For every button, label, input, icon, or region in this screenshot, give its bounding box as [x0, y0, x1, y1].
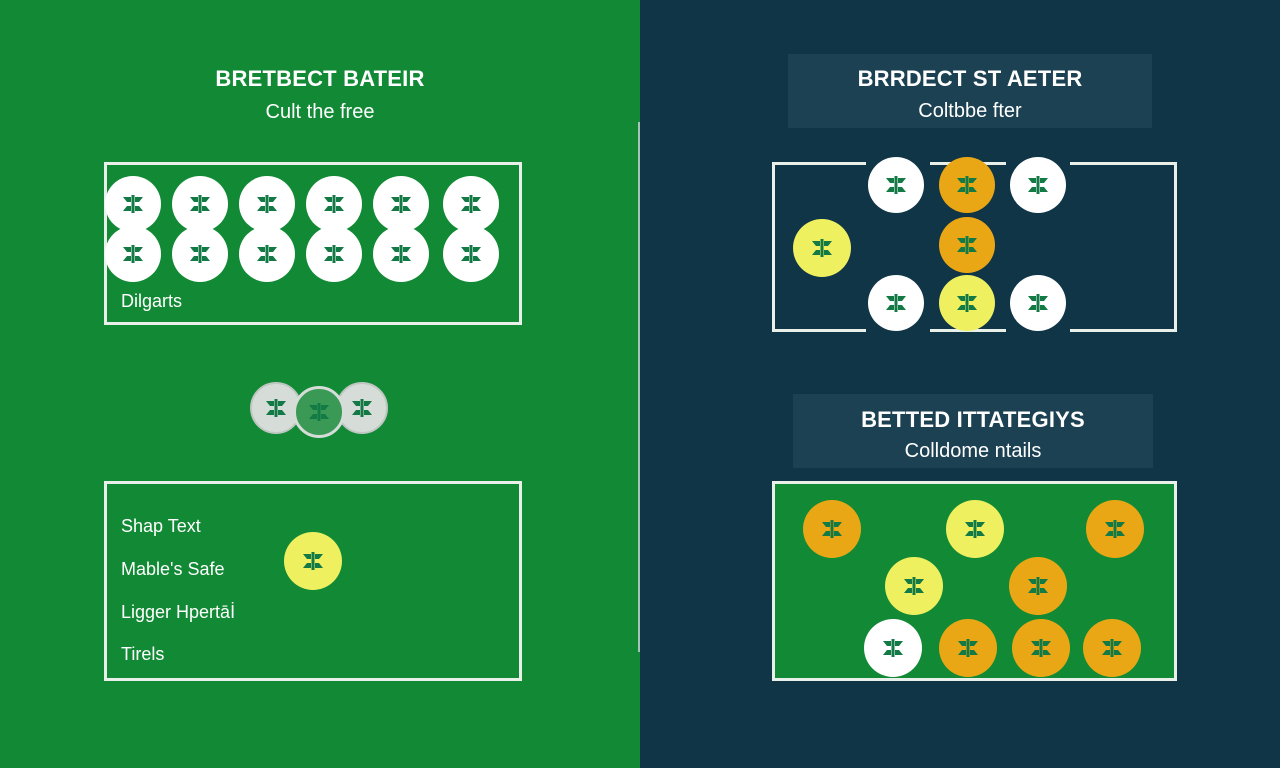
clover-mark-icon [1023, 288, 1053, 318]
clover-mark-icon [252, 239, 282, 269]
clover-mark-icon [952, 170, 982, 200]
clover-mark-icon [252, 189, 282, 219]
clover-mark-icon [1026, 633, 1056, 663]
option-item[interactable]: Ligger Hpertāİ [121, 602, 236, 622]
chip[interactable] [868, 275, 924, 331]
clover-mark-icon [386, 239, 416, 269]
panel-divider [638, 122, 641, 652]
chip[interactable] [1012, 619, 1070, 677]
box-label: Dilgarts [121, 291, 183, 311]
section2-title: BETTED ITTATEGIYS [861, 407, 1085, 432]
chip[interactable] [793, 219, 851, 277]
chip-grid-box [104, 162, 522, 325]
clover-mark-icon [1097, 633, 1127, 663]
clover-mark-icon [881, 170, 911, 200]
right-panel: BRRDECT ST AETER Coltbbe fter BETTED ITT… [640, 0, 1280, 768]
chip[interactable] [1086, 500, 1144, 558]
clover-mark-icon [298, 546, 328, 576]
chip[interactable] [946, 500, 1004, 558]
option-item[interactable]: Shap Text [121, 516, 201, 536]
clover-mark-icon [319, 189, 349, 219]
stack-chip[interactable] [293, 386, 345, 438]
clover-mark-icon [304, 397, 334, 427]
clover-mark-icon [952, 230, 982, 260]
chip[interactable] [443, 176, 499, 232]
left-panel: BRETBECT BATEIR Cult the free Dilgarts S… [0, 0, 640, 768]
clover-mark-icon [347, 393, 377, 423]
clover-mark-icon [960, 514, 990, 544]
clover-mark-icon [953, 633, 983, 663]
clover-mark-icon [319, 239, 349, 269]
selected-chip[interactable] [284, 532, 342, 590]
clover-mark-icon [899, 571, 929, 601]
clover-mark-icon [456, 239, 486, 269]
chip[interactable] [373, 226, 429, 282]
chip[interactable] [172, 226, 228, 282]
clover-mark-icon [1023, 571, 1053, 601]
chip[interactable] [306, 226, 362, 282]
chip[interactable] [939, 217, 995, 273]
clover-mark-icon [1023, 170, 1053, 200]
clover-mark-icon [261, 393, 291, 423]
chip[interactable] [1010, 275, 1066, 331]
right-header-box [788, 54, 1152, 128]
chip[interactable] [306, 176, 362, 232]
section2-header-box [793, 394, 1153, 468]
left-subtitle: Cult the free [265, 101, 375, 123]
clover-mark-icon [185, 239, 215, 269]
options-box [104, 481, 522, 681]
option-item[interactable]: Tirels [121, 644, 165, 664]
chip[interactable] [885, 557, 943, 615]
clover-mark-icon [952, 288, 982, 318]
chip[interactable] [1083, 619, 1141, 677]
clover-mark-icon [878, 633, 908, 663]
chip[interactable] [443, 226, 499, 282]
left-title: BRETBECT BATEIR [215, 66, 425, 91]
clover-mark-icon [817, 514, 847, 544]
section2-subtitle: Colldome ntails [904, 440, 1042, 462]
clover-mark-icon [807, 233, 837, 263]
chip[interactable] [939, 619, 997, 677]
clover-mark-icon [881, 288, 911, 318]
chip[interactable] [105, 226, 161, 282]
chip[interactable] [939, 157, 995, 213]
chip[interactable] [239, 176, 295, 232]
clover-mark-icon [118, 239, 148, 269]
chip[interactable] [1009, 557, 1067, 615]
clover-mark-icon [386, 189, 416, 219]
chip[interactable] [373, 176, 429, 232]
clover-mark-icon [1100, 514, 1130, 544]
chip[interactable] [864, 619, 922, 677]
chip[interactable] [939, 275, 995, 331]
chip[interactable] [803, 500, 861, 558]
right-subtitle: Coltbbe fter [918, 100, 1022, 122]
right-title: BRRDECT ST AETER [857, 66, 1083, 91]
chip[interactable] [172, 176, 228, 232]
clover-mark-icon [185, 189, 215, 219]
chip[interactable] [868, 157, 924, 213]
chip[interactable] [105, 176, 161, 232]
clover-mark-icon [456, 189, 486, 219]
chip[interactable] [1010, 157, 1066, 213]
option-item[interactable]: Mable's Safe [121, 559, 225, 579]
clover-mark-icon [118, 189, 148, 219]
chip[interactable] [239, 226, 295, 282]
